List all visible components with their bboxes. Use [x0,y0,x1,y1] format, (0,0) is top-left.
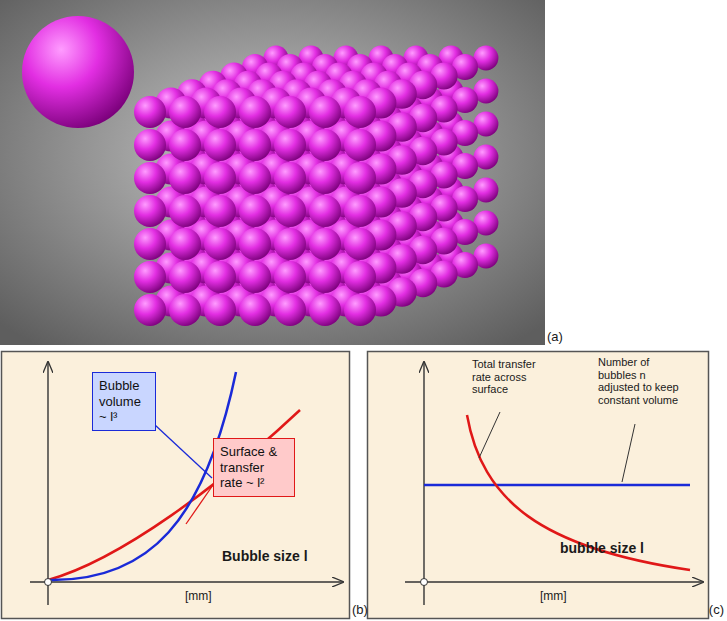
small-bubble [344,195,376,227]
small-bubble [274,162,306,194]
small-bubble [169,162,201,194]
small-bubble [344,96,376,128]
panel-frame [2,352,350,619]
panel-label: (c) [709,603,724,618]
leader-line [186,485,213,524]
volume-box: Bubble volume ~ l³ [92,372,156,431]
box-text: Surface & transfer rate ~ l² [220,444,288,491]
large-bubble [22,16,134,128]
small-bubble [274,294,306,326]
small-bubble [239,294,271,326]
small-bubble [309,96,341,128]
small-bubble [134,228,166,260]
volume-curve [48,372,236,580]
small-bubble [169,228,201,260]
panel-label: (a) [547,330,563,345]
small-bubble [309,294,341,326]
leader-line [622,424,635,482]
axis-label: bubble size l [560,540,644,556]
small-bubble [239,162,271,194]
small-bubble [169,96,201,128]
small-bubble [134,162,166,194]
render-background [0,0,545,345]
unit-label: [mm] [185,590,212,604]
small-bubble [134,96,166,128]
small-bubble [169,261,201,293]
axis-label: Bubble size l [222,548,308,564]
small-bubble [134,129,166,161]
small-bubble [239,129,271,161]
small-bubble [344,261,376,293]
small-bubble [309,261,341,293]
volume-line [424,484,690,487]
y-axis [47,362,48,605]
small-bubble [169,294,201,326]
small-bubble [309,162,341,194]
small-bubble [239,96,271,128]
small-bubble [309,195,341,227]
leader-line [479,412,500,458]
leader-line [155,425,212,478]
unit-label: [mm] [540,590,567,604]
small-bubble [274,228,306,260]
small-bubble [204,228,236,260]
small-bubble [169,195,201,227]
small-bubble [309,228,341,260]
small-bubble [344,294,376,326]
small-bubble [239,195,271,227]
small-bubble [204,195,236,227]
small-bubble [239,228,271,260]
small-bubble [204,129,236,161]
origin [421,579,428,586]
small-bubble [134,195,166,227]
x-axis [405,581,703,582]
curve-note: Number of bubbles n adjusted to keep con… [598,356,688,407]
small-bubble [169,129,201,161]
small-bubble [204,294,236,326]
small-bubble [274,261,306,293]
small-bubble [344,228,376,260]
y-axis [423,362,424,605]
small-bubble [274,96,306,128]
small-bubble [134,261,166,293]
small-bubble [274,129,306,161]
small-bubble [204,261,236,293]
origin [45,579,52,586]
curve-note: Total transfer rate across surface [472,358,550,396]
small-bubble [204,162,236,194]
small-bubble-cube [134,46,498,326]
small-bubble [344,162,376,194]
x-axis [30,581,343,582]
small-bubble [309,129,341,161]
panel-frame [368,352,709,619]
transfer-curve [467,415,690,570]
box-text: Bubble volume ~ l³ [99,378,149,425]
small-bubble [204,96,236,128]
small-bubble [344,129,376,161]
small-bubble [239,261,271,293]
small-bubble [274,195,306,227]
panel-label: (b) [352,603,368,618]
small-bubble [134,294,166,326]
surface-box: Surface & transfer rate ~ l² [213,438,295,497]
